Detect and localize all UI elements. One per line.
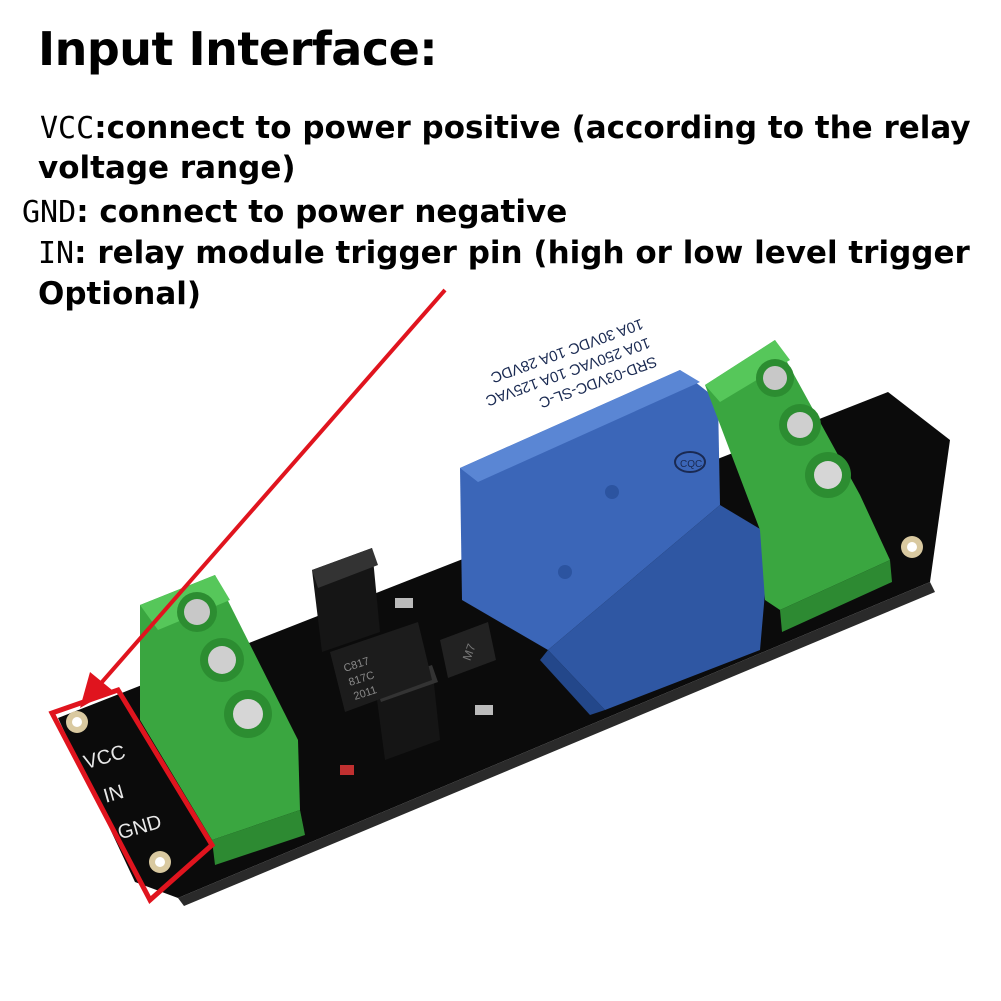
vcc-description-continued: voltage range) <box>38 150 296 186</box>
svg-text:M7: M7 <box>460 642 479 663</box>
diode: M7 <box>440 622 496 678</box>
in-term: IN <box>38 236 75 271</box>
vcc-term: VCC <box>40 111 95 146</box>
gnd-term: GND <box>22 195 77 230</box>
optocoupler: C817 817C 2011 <box>330 622 432 712</box>
in-description: IN: relay module trigger pin (high or lo… <box>38 233 970 274</box>
left-terminal-block <box>140 575 305 865</box>
right-terminal-block <box>705 340 892 632</box>
pointer-arrow <box>80 288 447 708</box>
gnd-description: GND: connect to power negative <box>22 192 567 233</box>
smd-components <box>340 598 493 775</box>
gnd-text: : connect to power negative <box>76 194 568 230</box>
vcc-description: VCC:connect to power positive (according… <box>40 108 971 149</box>
relay-logo: CQC <box>680 459 702 470</box>
vcc-text: :connect to power positive (according to… <box>94 110 971 146</box>
in-description-continued: Optional) <box>38 276 202 312</box>
in-text: : relay module trigger pin (high or low … <box>74 235 970 271</box>
page-title: Input Interface: <box>38 22 438 76</box>
